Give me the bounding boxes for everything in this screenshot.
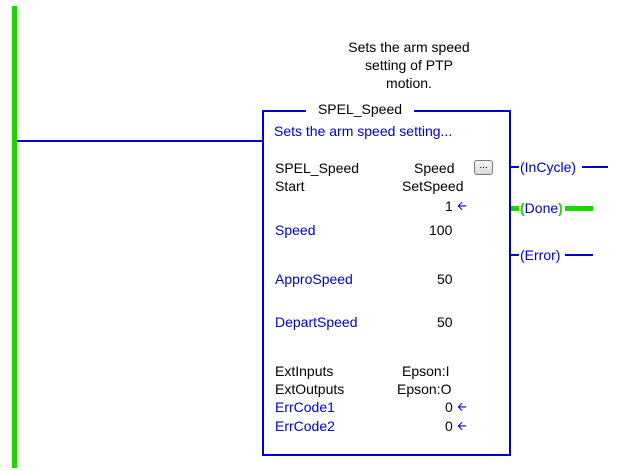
speed-label: Speed xyxy=(275,222,316,238)
left-arrow-icon: 🡨 xyxy=(457,419,467,433)
instance-value[interactable]: Speed xyxy=(414,160,455,176)
ellipsis-icon: ... xyxy=(479,160,488,171)
start-output-value: 1 xyxy=(445,198,453,214)
left-power-rail xyxy=(12,6,17,468)
incycle-wire-right xyxy=(582,166,608,168)
errcode1-value: 0 xyxy=(445,399,453,415)
incycle-wire-left xyxy=(511,166,521,168)
description-line-1: Sets the arm speed xyxy=(348,39,470,55)
extoutputs-value[interactable]: Epson:O xyxy=(397,381,452,397)
spel-speed-function-block[interactable] xyxy=(262,110,511,456)
start-label: Start xyxy=(275,178,305,194)
done-output-coil[interactable]: (Done) xyxy=(519,200,564,216)
browse-ellipsis-button[interactable]: ... xyxy=(474,160,493,175)
error-output-coil[interactable]: (Error) xyxy=(519,247,562,263)
done-label: Done xyxy=(524,200,559,216)
error-wire-right xyxy=(565,254,593,256)
left-arrow-icon: 🡨 xyxy=(457,199,467,213)
speed-value[interactable]: 100 xyxy=(429,222,453,238)
coil-open-paren: ( xyxy=(520,200,525,216)
incycle-label: InCycle xyxy=(524,159,572,175)
approspeed-label: ApproSpeed xyxy=(275,271,353,287)
coil-open-paren: ( xyxy=(520,159,525,175)
block-title: SPEL_Speed xyxy=(306,101,414,117)
extinputs-value[interactable]: Epson:I xyxy=(402,363,450,379)
departspeed-label: DepartSpeed xyxy=(275,314,358,330)
coil-close-paren: ) xyxy=(571,159,577,175)
description-line-3: motion. xyxy=(386,75,432,91)
errcode1-label: ErrCode1 xyxy=(275,399,335,415)
start-value[interactable]: SetSpeed xyxy=(402,178,464,194)
errcode2-label: ErrCode2 xyxy=(275,418,335,434)
input-wire xyxy=(17,140,263,142)
coil-close-paren: ) xyxy=(555,247,561,263)
instruction-description: Sets the arm speed setting of PTP motion… xyxy=(318,38,500,92)
approspeed-value[interactable]: 50 xyxy=(437,271,453,287)
error-label: Error xyxy=(524,247,556,263)
error-wire-left xyxy=(511,254,521,256)
coil-close-paren: ) xyxy=(558,200,563,216)
description-line-2: setting of PTP xyxy=(365,57,453,73)
left-arrow-icon: 🡨 xyxy=(457,400,467,414)
errcode2-value: 0 xyxy=(445,418,453,434)
instance-label: SPEL_Speed xyxy=(275,160,360,176)
done-wire-left xyxy=(511,206,521,211)
incycle-output-coil[interactable]: (InCycle) xyxy=(519,159,578,175)
departspeed-value[interactable]: 50 xyxy=(437,314,453,330)
done-wire-right xyxy=(565,206,593,211)
extoutputs-label: ExtOutputs xyxy=(275,381,345,397)
extinputs-label: ExtInputs xyxy=(275,363,334,379)
block-summary: Sets the arm speed setting... xyxy=(274,123,453,139)
coil-open-paren: ( xyxy=(520,247,525,263)
